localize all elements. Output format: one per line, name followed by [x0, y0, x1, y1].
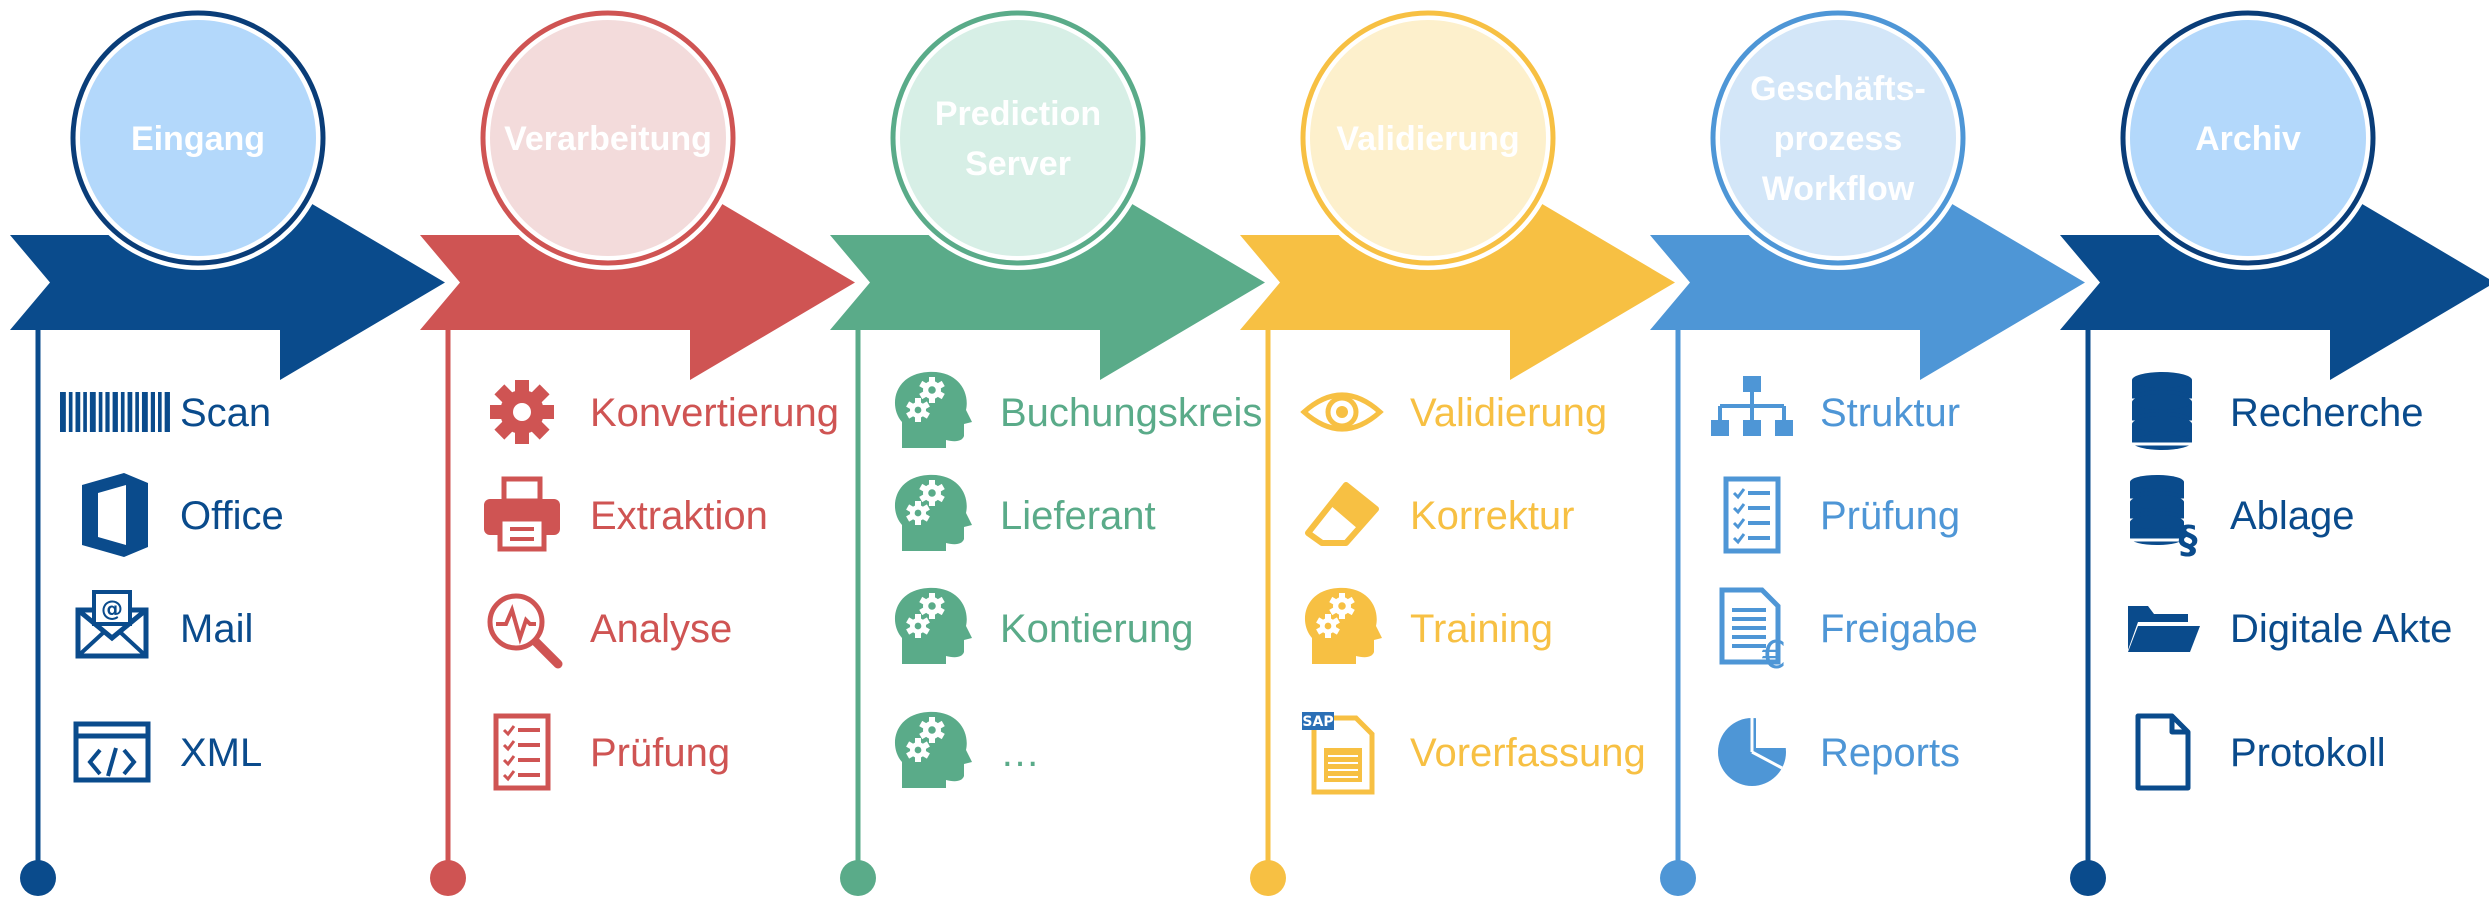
barcode-icon	[60, 392, 170, 432]
stage-item-label: Analyse	[590, 607, 732, 651]
stage-item-label: Training	[1410, 607, 1553, 651]
stage-circle-ring	[480, 10, 736, 266]
stage-title: Archiv	[2195, 120, 2301, 158]
stage-title: Geschäfts-	[1750, 70, 1926, 108]
eye-icon	[1300, 392, 1384, 432]
stage-item-label: Prüfung	[1820, 494, 1960, 538]
stage-item-label: Ablage	[2230, 494, 2355, 538]
svg-text:@: @	[101, 597, 123, 622]
checklist-icon	[1723, 476, 1781, 554]
svg-text:SAP: SAP	[1302, 714, 1333, 730]
stage-4: ValidierungValidierungKorrekturTrainingS…	[1240, 6, 1675, 896]
stage-circle-ring	[1300, 10, 1556, 266]
invoice-euro-icon: €	[1719, 587, 1786, 677]
magnifier-pulse-icon	[487, 593, 563, 669]
stage-item-label: Extraktion	[590, 494, 768, 538]
stage-item-label: XML	[180, 731, 262, 775]
stage-title: Workflow	[1762, 170, 1915, 208]
stage-title: Validierung	[1336, 120, 1519, 158]
stage-title: prozess	[1774, 120, 1903, 158]
folder-icon	[2128, 606, 2200, 652]
stage-circle-ring	[2120, 10, 2376, 266]
head-gears-icon	[1304, 587, 1382, 664]
head-gears-icon	[894, 587, 972, 664]
stage-item-label: Scan	[180, 391, 271, 435]
eraser-icon	[1305, 482, 1379, 546]
stage-timeline-dot	[1250, 860, 1286, 896]
stage-circle-ring	[890, 10, 1146, 266]
stage-item-label: Konvertierung	[590, 391, 839, 435]
pie-chart-icon	[1718, 716, 1788, 786]
printer-icon	[484, 476, 560, 552]
stage-item-label: …	[1000, 731, 1040, 775]
checklist-icon	[493, 713, 551, 791]
stage-item-label: Buchungskreis	[1000, 391, 1262, 435]
document-icon	[2135, 713, 2191, 791]
stage-5: Geschäfts-prozessWorkflowStrukturPrüfung…	[1650, 6, 2085, 896]
stage-item-label: Office	[180, 494, 284, 538]
stage-timeline-dot	[20, 860, 56, 896]
org-chart-icon	[1711, 376, 1793, 436]
stage-item-label: Vorerfassung	[1410, 731, 1646, 775]
office-icon	[82, 473, 148, 557]
stage-arrow	[1240, 185, 1675, 380]
stage-timeline-dot	[1660, 860, 1696, 896]
stage-circle-ring	[70, 10, 326, 266]
stage-arrow	[10, 185, 445, 380]
stage-item-label: Reports	[1820, 731, 1960, 775]
stage-timeline-dot	[430, 860, 466, 896]
stage-item-label: Lieferant	[1000, 494, 1156, 538]
stage-title: Eingang	[131, 120, 265, 158]
database-icon	[2132, 372, 2192, 450]
stage-arrow	[830, 185, 1265, 380]
stage-arrow	[1650, 185, 2085, 380]
head-gears-icon	[894, 474, 972, 551]
gear-icon	[490, 380, 554, 444]
stage-timeline-dot	[2070, 860, 2106, 896]
sap-document-icon: SAP	[1302, 712, 1375, 795]
head-gears-icon	[894, 371, 972, 448]
stage-2: VerarbeitungKonvertierungExtraktionAnaly…	[420, 6, 855, 896]
stage-circle-ring	[1710, 10, 1966, 266]
stage-item-label: Digitale Akte	[2230, 607, 2452, 651]
stage-title: Prediction	[935, 95, 1101, 133]
mail-icon: @	[75, 590, 149, 659]
xml-code-icon	[73, 721, 151, 783]
head-gears-icon	[894, 711, 972, 788]
stage-item-label: Korrektur	[1410, 494, 1575, 538]
database-paragraph-icon: §	[2130, 475, 2198, 562]
svg-text:€: €	[1762, 633, 1786, 677]
stage-3: PredictionServerBuchungskreisLieferantKo…	[830, 6, 1265, 896]
stage-item-label: Validierung	[1410, 391, 1607, 435]
stage-item-label: Mail	[180, 607, 253, 651]
stage-title: Verarbeitung	[504, 120, 712, 158]
stage-item-label: Prüfung	[590, 731, 730, 775]
stage-item-label: Recherche	[2230, 391, 2423, 435]
stage-timeline-dot	[840, 860, 876, 896]
stage-item-label: Kontierung	[1000, 607, 1193, 651]
stage-arrow	[2060, 185, 2489, 380]
stage-item-label: Protokoll	[2230, 731, 2386, 775]
svg-text:§: §	[2179, 518, 2198, 562]
stage-item-label: Freigabe	[1820, 607, 1978, 651]
stage-item-label: Struktur	[1820, 391, 1960, 435]
stage-arrow	[420, 185, 855, 380]
stage-title: Server	[965, 145, 1071, 183]
